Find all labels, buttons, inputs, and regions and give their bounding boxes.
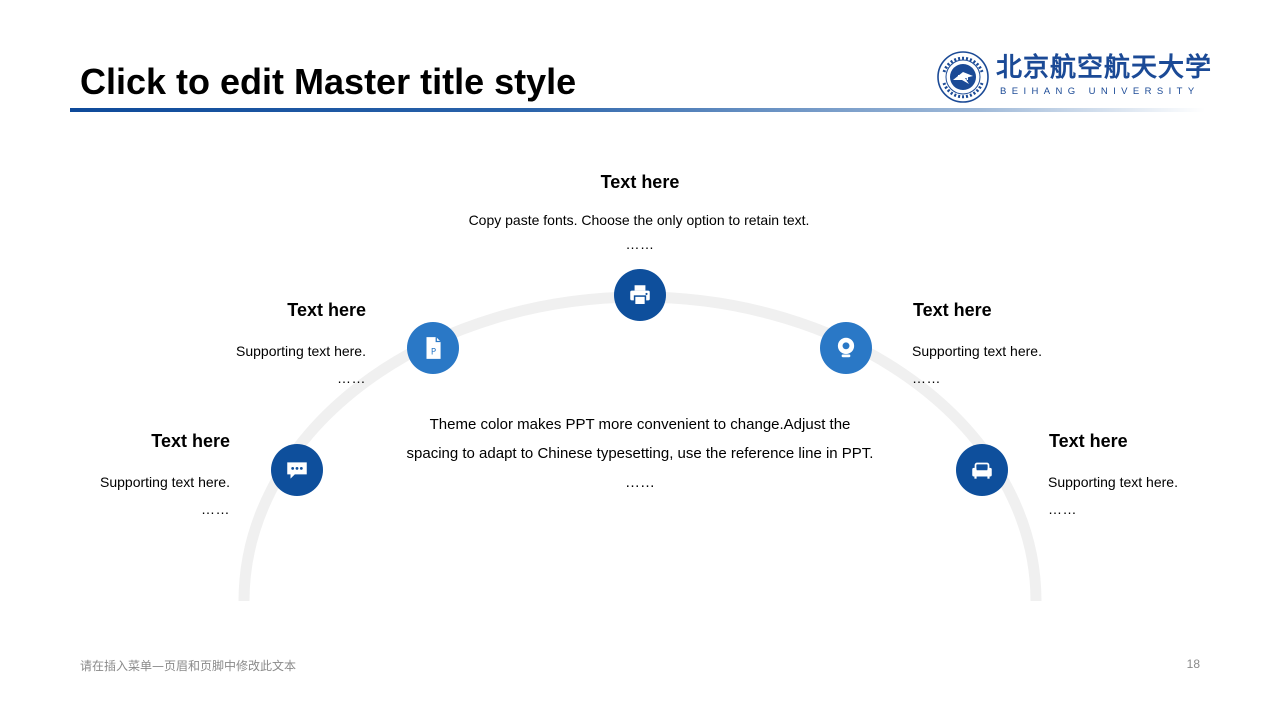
top-item-heading[interactable]: Text here <box>600 172 680 192</box>
left-lower-heading[interactable]: Text here <box>151 431 230 451</box>
right-lower-body[interactable]: Supporting text here. <box>1048 474 1178 490</box>
left-upper-ellipsis: …… <box>337 370 366 386</box>
document-node[interactable]: P <box>407 322 459 374</box>
left-upper-heading[interactable]: Text here <box>287 300 366 320</box>
center-line-2: spacing to adapt to Chinese typesetting,… <box>406 445 874 462</box>
left-lower-ellipsis: …… <box>201 501 230 517</box>
webcam-node[interactable] <box>820 322 872 374</box>
sofa-icon <box>972 462 992 479</box>
left-lower-body[interactable]: Supporting text here. <box>100 474 230 490</box>
logo-chinese-name: 北京航空航天大学 <box>996 53 1213 83</box>
printer-node[interactable] <box>614 269 666 321</box>
right-upper-ellipsis: …… <box>912 370 941 386</box>
logo-english-name: BEIHANG UNIVERSITY <box>1000 86 1200 97</box>
right-lower-ellipsis: …… <box>1048 501 1077 517</box>
right-lower-heading[interactable]: Text here <box>1049 431 1128 451</box>
title-underline <box>70 108 1205 112</box>
top-item-body[interactable]: Copy paste fonts. Choose the only option… <box>468 212 810 228</box>
university-logo: BH 北京航空航天大学 BEIHANG UNIVERSITY <box>936 50 1211 104</box>
university-seal-icon: BH <box>937 51 989 103</box>
footer-text[interactable]: 请在插入菜单—页眉和页脚中修改此文本 <box>80 659 297 673</box>
printer-icon <box>630 285 650 306</box>
svg-text:BH: BH <box>957 74 968 82</box>
left-upper-body[interactable]: Supporting text here. <box>236 343 366 359</box>
svg-text:P: P <box>431 348 436 358</box>
page-number: 18 <box>1186 657 1200 671</box>
chat-bubble-icon <box>287 462 307 479</box>
center-description[interactable]: Theme color makes PPT more convenient to… <box>370 410 910 497</box>
document-p-icon: P <box>426 337 441 359</box>
center-ellipsis: …… <box>625 474 655 491</box>
right-upper-body[interactable]: Supporting text here. <box>912 343 1042 359</box>
right-upper-heading[interactable]: Text here <box>913 300 992 320</box>
sofa-node[interactable] <box>956 444 1008 496</box>
webcam-icon <box>837 337 855 358</box>
slide-title[interactable]: Click to edit Master title style <box>80 61 577 102</box>
top-item-ellipsis: …… <box>625 236 655 252</box>
chat-node[interactable] <box>271 444 323 496</box>
center-line-1: Theme color makes PPT more convenient to… <box>429 416 851 433</box>
